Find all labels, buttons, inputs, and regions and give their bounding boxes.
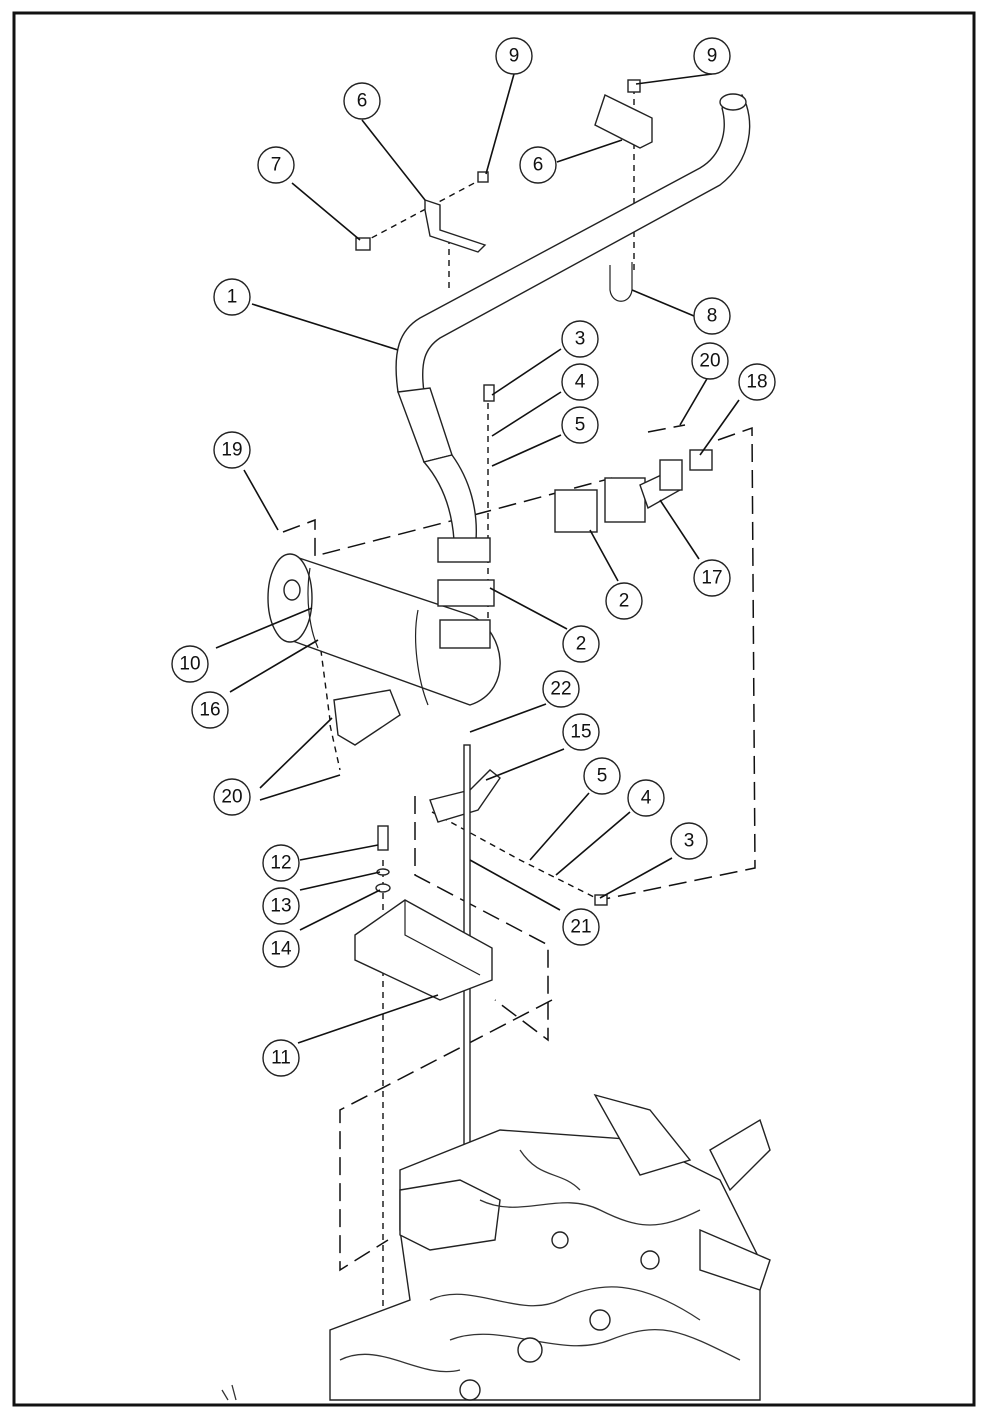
callouts: 9 9 6 6 7 1 8 3 4 5 20 18 19 2 17 2 10 1… — [171, 37, 776, 1077]
svg-text:15: 15 — [570, 722, 591, 743]
callout-20: 20 — [213, 778, 251, 816]
svg-text:18: 18 — [746, 372, 767, 393]
svg-text:6: 6 — [533, 155, 544, 176]
callout-5: 5 — [561, 406, 599, 444]
nut-9-left — [477, 171, 489, 183]
svg-text:16: 16 — [199, 700, 220, 721]
bracket-left — [424, 199, 487, 253]
svg-text:17: 17 — [701, 568, 722, 589]
callout-18: 18 — [738, 363, 776, 401]
callout-2: 2 — [562, 625, 600, 663]
svg-text:4: 4 — [641, 788, 652, 809]
nut-9-right — [627, 79, 641, 93]
bracket-right — [594, 94, 653, 149]
svg-text:19: 19 — [221, 440, 242, 461]
callout-6: 6 — [343, 82, 381, 120]
callout-13: 13 — [262, 887, 300, 925]
svg-text:7: 7 — [271, 155, 282, 176]
leader-lines — [215, 73, 740, 1044]
callout-21: 21 — [562, 908, 600, 946]
svg-text:20: 20 — [221, 787, 242, 808]
svg-text:2: 2 — [619, 591, 630, 612]
callout-6: 6 — [519, 146, 557, 184]
svg-text:5: 5 — [597, 766, 608, 787]
callout-9: 9 — [693, 37, 731, 75]
svg-text:3: 3 — [684, 831, 695, 852]
callout-5: 5 — [583, 757, 621, 795]
svg-text:9: 9 — [509, 46, 520, 67]
svg-text:5: 5 — [575, 415, 586, 436]
svg-text:12: 12 — [270, 853, 291, 874]
svg-text:1: 1 — [227, 287, 238, 308]
gasket-2-lower — [437, 579, 495, 607]
callout-1: 1 — [213, 278, 251, 316]
callout-16: 16 — [191, 691, 229, 729]
svg-text:10: 10 — [179, 654, 200, 675]
callout-20: 20 — [691, 342, 729, 380]
elbow-17 — [604, 459, 683, 523]
callout-7: 7 — [257, 146, 295, 184]
svg-text:2: 2 — [576, 634, 587, 655]
svg-text:6: 6 — [357, 91, 368, 112]
bolt-12 — [377, 825, 389, 851]
bolt-3-lower — [594, 894, 608, 906]
gasket-18 — [689, 449, 713, 471]
muffler — [267, 553, 501, 706]
callout-12: 12 — [262, 844, 300, 882]
bolt-3-upper — [483, 384, 495, 402]
callout-2: 2 — [605, 582, 643, 620]
engine — [221, 1093, 771, 1401]
svg-text:4: 4 — [575, 372, 586, 393]
callout-3: 3 — [670, 822, 708, 860]
svg-text:22: 22 — [550, 679, 571, 700]
gasket-2-upper — [554, 489, 598, 533]
bracket-11 — [354, 899, 493, 1001]
callout-14: 14 — [262, 930, 300, 968]
callout-22: 22 — [542, 670, 580, 708]
callout-8: 8 — [693, 297, 731, 335]
callout-19: 19 — [213, 431, 251, 469]
svg-text:14: 14 — [270, 939, 292, 960]
callout-15: 15 — [562, 713, 600, 751]
svg-text:11: 11 — [271, 1048, 291, 1069]
callout-4: 4 — [561, 363, 599, 401]
svg-text:20: 20 — [699, 351, 720, 372]
page-border — [12, 11, 976, 1407]
callout-3: 3 — [561, 320, 599, 358]
strap-20 — [333, 689, 401, 746]
svg-text:21: 21 — [570, 917, 591, 938]
bolt-7 — [355, 237, 371, 251]
svg-text:3: 3 — [575, 329, 586, 350]
callout-4: 4 — [627, 779, 665, 817]
tail-pipe — [395, 93, 751, 563]
callout-17: 17 — [693, 559, 731, 597]
callout-11: 11 — [262, 1039, 300, 1077]
svg-text:9: 9 — [707, 46, 718, 67]
u-clamp-8 — [609, 262, 633, 302]
callout-9: 9 — [495, 37, 533, 75]
callout-10: 10 — [171, 645, 209, 683]
svg-text:13: 13 — [270, 896, 291, 917]
svg-text:8: 8 — [707, 306, 718, 327]
